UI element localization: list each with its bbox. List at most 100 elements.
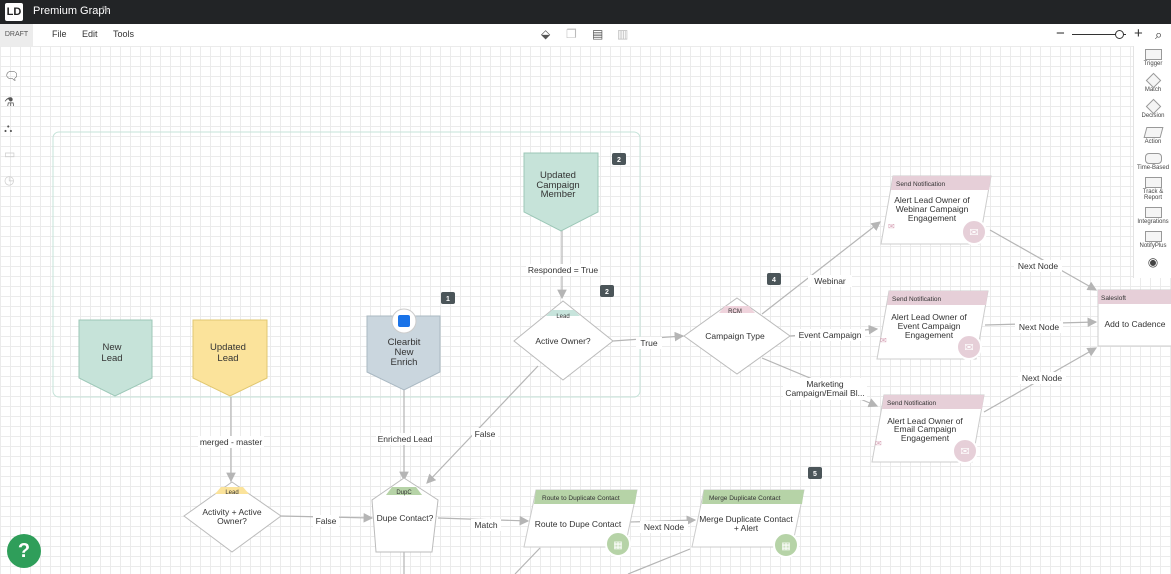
integrations-shape-icon <box>1144 207 1162 218</box>
label-bg <box>526 264 600 276</box>
svg-text:Owner?: Owner? <box>217 516 247 526</box>
svg-text:Dupe Contact?: Dupe Contact? <box>377 513 434 523</box>
palette-match[interactable]: Match <box>1134 72 1171 93</box>
hierarchy-icon[interactable]: ⛬ <box>4 121 13 135</box>
trash-icon[interactable]: ▥ <box>617 27 629 41</box>
label-bg <box>795 329 865 341</box>
comment-icon[interactable]: 🗨 <box>4 69 20 83</box>
edge-merge-down <box>627 548 691 574</box>
chat-icon[interactable]: ◉ <box>1147 255 1159 269</box>
label-bg <box>783 378 867 400</box>
svg-text:Updated: Updated <box>540 170 576 181</box>
svg-text:✉: ✉ <box>960 446 969 458</box>
edge-label-next-1: Next Node <box>1018 261 1058 271</box>
count-badge-merge: 5 <box>808 467 822 479</box>
svg-text:Alert Lead Owner of: Alert Lead Owner of <box>887 416 963 426</box>
zoom-slider[interactable] <box>1072 34 1126 35</box>
node-campaign-type: RCM Campaign Type <box>683 297 791 375</box>
svg-text:Enrich: Enrich <box>391 357 418 368</box>
node-active-owner: Lead Active Owner? <box>513 300 614 381</box>
notifyplus-shape-icon <box>1144 231 1162 242</box>
count-badge-campaign: 2 <box>612 153 626 165</box>
svg-text:+ Alert: + Alert <box>734 523 759 533</box>
zoom-slider-handle[interactable] <box>1115 30 1124 39</box>
svg-text:New: New <box>102 342 121 353</box>
count-badge-active: 2 <box>600 285 614 297</box>
svg-text:Route to Dupe Contact: Route to Dupe Contact <box>535 519 622 529</box>
copy-icon[interactable]: ❐ <box>566 27 577 41</box>
mail-icon <box>952 438 978 464</box>
mail-icon <box>961 219 987 245</box>
palette-notifyplus[interactable]: NotifyPlus <box>1134 231 1171 249</box>
svg-text:▦: ▦ <box>613 540 622 551</box>
search-icon[interactable]: ⌕ <box>1155 27 1163 42</box>
palette-action[interactable]: Action <box>1134 127 1171 145</box>
label-bg <box>1014 260 1062 272</box>
clipboard-icon[interactable]: ▤ <box>592 27 604 41</box>
edge-false-1 <box>426 365 539 484</box>
time-shape-icon <box>1144 153 1162 164</box>
svg-text:RCM: RCM <box>728 309 742 315</box>
svg-text:Engagement: Engagement <box>905 330 954 340</box>
flask-icon[interactable]: ⚗ <box>4 95 15 109</box>
zoom-out-button[interactable]: − <box>1056 25 1065 42</box>
svg-text:Campaign: Campaign <box>536 180 579 191</box>
palette-integrations[interactable]: Integrations <box>1134 207 1171 225</box>
palette-track-report[interactable]: Track &Report <box>1134 177 1171 201</box>
edge-label-next-4: Next Node <box>644 522 684 532</box>
help-button[interactable]: ? <box>7 534 41 568</box>
edge-webinar <box>761 221 881 315</box>
svg-text:Member: Member <box>541 189 576 200</box>
node-route-dupe: Route to Duplicate Contact Route to Dupe… <box>523 489 638 557</box>
label-bg <box>198 436 264 448</box>
svg-text:4: 4 <box>772 277 776 284</box>
label-bg <box>1018 372 1066 384</box>
edge-route-down <box>514 547 541 574</box>
svg-text:Campaign Type: Campaign Type <box>705 331 765 341</box>
count-badge-clearbit: 1 <box>441 292 455 304</box>
menu-tools[interactable]: Tools <box>113 29 135 39</box>
edge-label-responded: Responded = True <box>528 265 598 275</box>
route-icon <box>605 531 631 557</box>
svg-text:Alert Lead Owner of: Alert Lead Owner of <box>891 312 967 322</box>
action-shape-icon <box>1143 127 1163 138</box>
node-dupe-contact: DupC Dupe Contact? <box>371 477 439 553</box>
svg-text:Clearbit: Clearbit <box>388 337 421 348</box>
decision-shape-icon <box>1145 98 1161 115</box>
node-new-lead: New Lead <box>78 319 153 397</box>
pencil-icon[interactable]: ✎ <box>101 5 110 16</box>
label-bg <box>640 521 688 533</box>
node-palette: Trigger Match Decision Action Time-Based… <box>1133 46 1171 278</box>
clock-icon[interactable]: ◷ <box>4 173 15 187</box>
palette-trigger[interactable]: Trigger <box>1134 49 1171 67</box>
edge-label-false-1: False <box>475 429 496 439</box>
document-icon[interactable]: ▭ <box>4 147 16 161</box>
graph-title[interactable]: Premium Graph <box>33 5 111 17</box>
svg-text:5: 5 <box>813 471 817 478</box>
zoom-in-button[interactable]: + <box>1134 25 1143 42</box>
svg-text:Route to Duplicate Contact: Route to Duplicate Contact <box>542 495 620 502</box>
edge-label-next-3: Next Node <box>1022 373 1062 383</box>
svg-text:Merge Duplicate Contact: Merge Duplicate Contact <box>709 495 781 502</box>
svg-text:Webinar Campaign: Webinar Campaign <box>896 204 969 214</box>
svg-text:Email Campaign: Email Campaign <box>894 424 957 434</box>
svg-text:Lead: Lead <box>556 314 569 320</box>
menu-file[interactable]: File <box>52 29 67 39</box>
mail-icon <box>956 334 982 360</box>
palette-decision[interactable]: Decision <box>1134 98 1171 119</box>
track-shape-icon <box>1144 177 1162 188</box>
node-updated-lead: Updated Lead <box>192 319 268 397</box>
menu-edit[interactable]: Edit <box>82 29 98 39</box>
svg-text:Send Notification: Send Notification <box>896 181 946 188</box>
svg-text:2: 2 <box>617 157 621 164</box>
edge-label-enriched: Enriched Lead <box>378 434 433 444</box>
paint-bucket-icon[interactable]: ⬙ <box>541 27 551 41</box>
svg-text:1: 1 <box>446 296 450 303</box>
edge-label-true: True <box>640 338 657 348</box>
node-salesloft: Salesloft Add to Cadence <box>1097 289 1171 347</box>
app-logo: LD <box>5 3 23 21</box>
palette-time-based[interactable]: Time-Based <box>1134 153 1171 171</box>
edge-label-next-2: Next Node <box>1019 322 1059 332</box>
svg-text:Salesloft: Salesloft <box>1101 295 1126 302</box>
